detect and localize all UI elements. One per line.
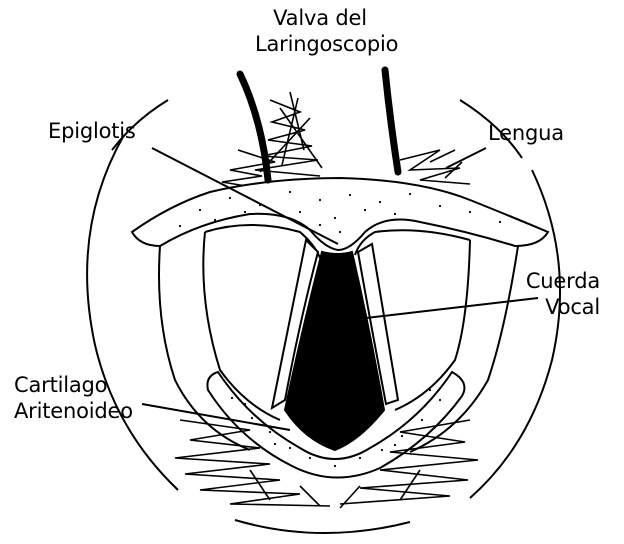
label-cartilago-line1: Cartilago bbox=[14, 372, 133, 398]
label-arytenoid-cartilage: Cartilago Aritenoideo bbox=[14, 372, 133, 424]
epiglottis-shape bbox=[132, 178, 548, 250]
label-tongue: Lengua bbox=[488, 120, 564, 146]
label-cuerda-line2: Vocal bbox=[516, 294, 600, 320]
label-cuerda-line1: Cuerda bbox=[516, 268, 600, 294]
label-cartilago-line2: Aritenoideo bbox=[14, 398, 133, 424]
label-epiglottis: Epiglotis bbox=[48, 118, 136, 144]
label-valva-line1: Valva del bbox=[255, 5, 385, 31]
leader-cartilago bbox=[142, 404, 290, 430]
leader-cuerda bbox=[366, 298, 538, 318]
label-vocal-cord: Cuerda Vocal bbox=[516, 268, 600, 320]
label-laryngoscope-blade: Valva del Laringoscopio bbox=[255, 5, 385, 57]
label-valva-line2: Laringoscopio bbox=[255, 31, 385, 57]
